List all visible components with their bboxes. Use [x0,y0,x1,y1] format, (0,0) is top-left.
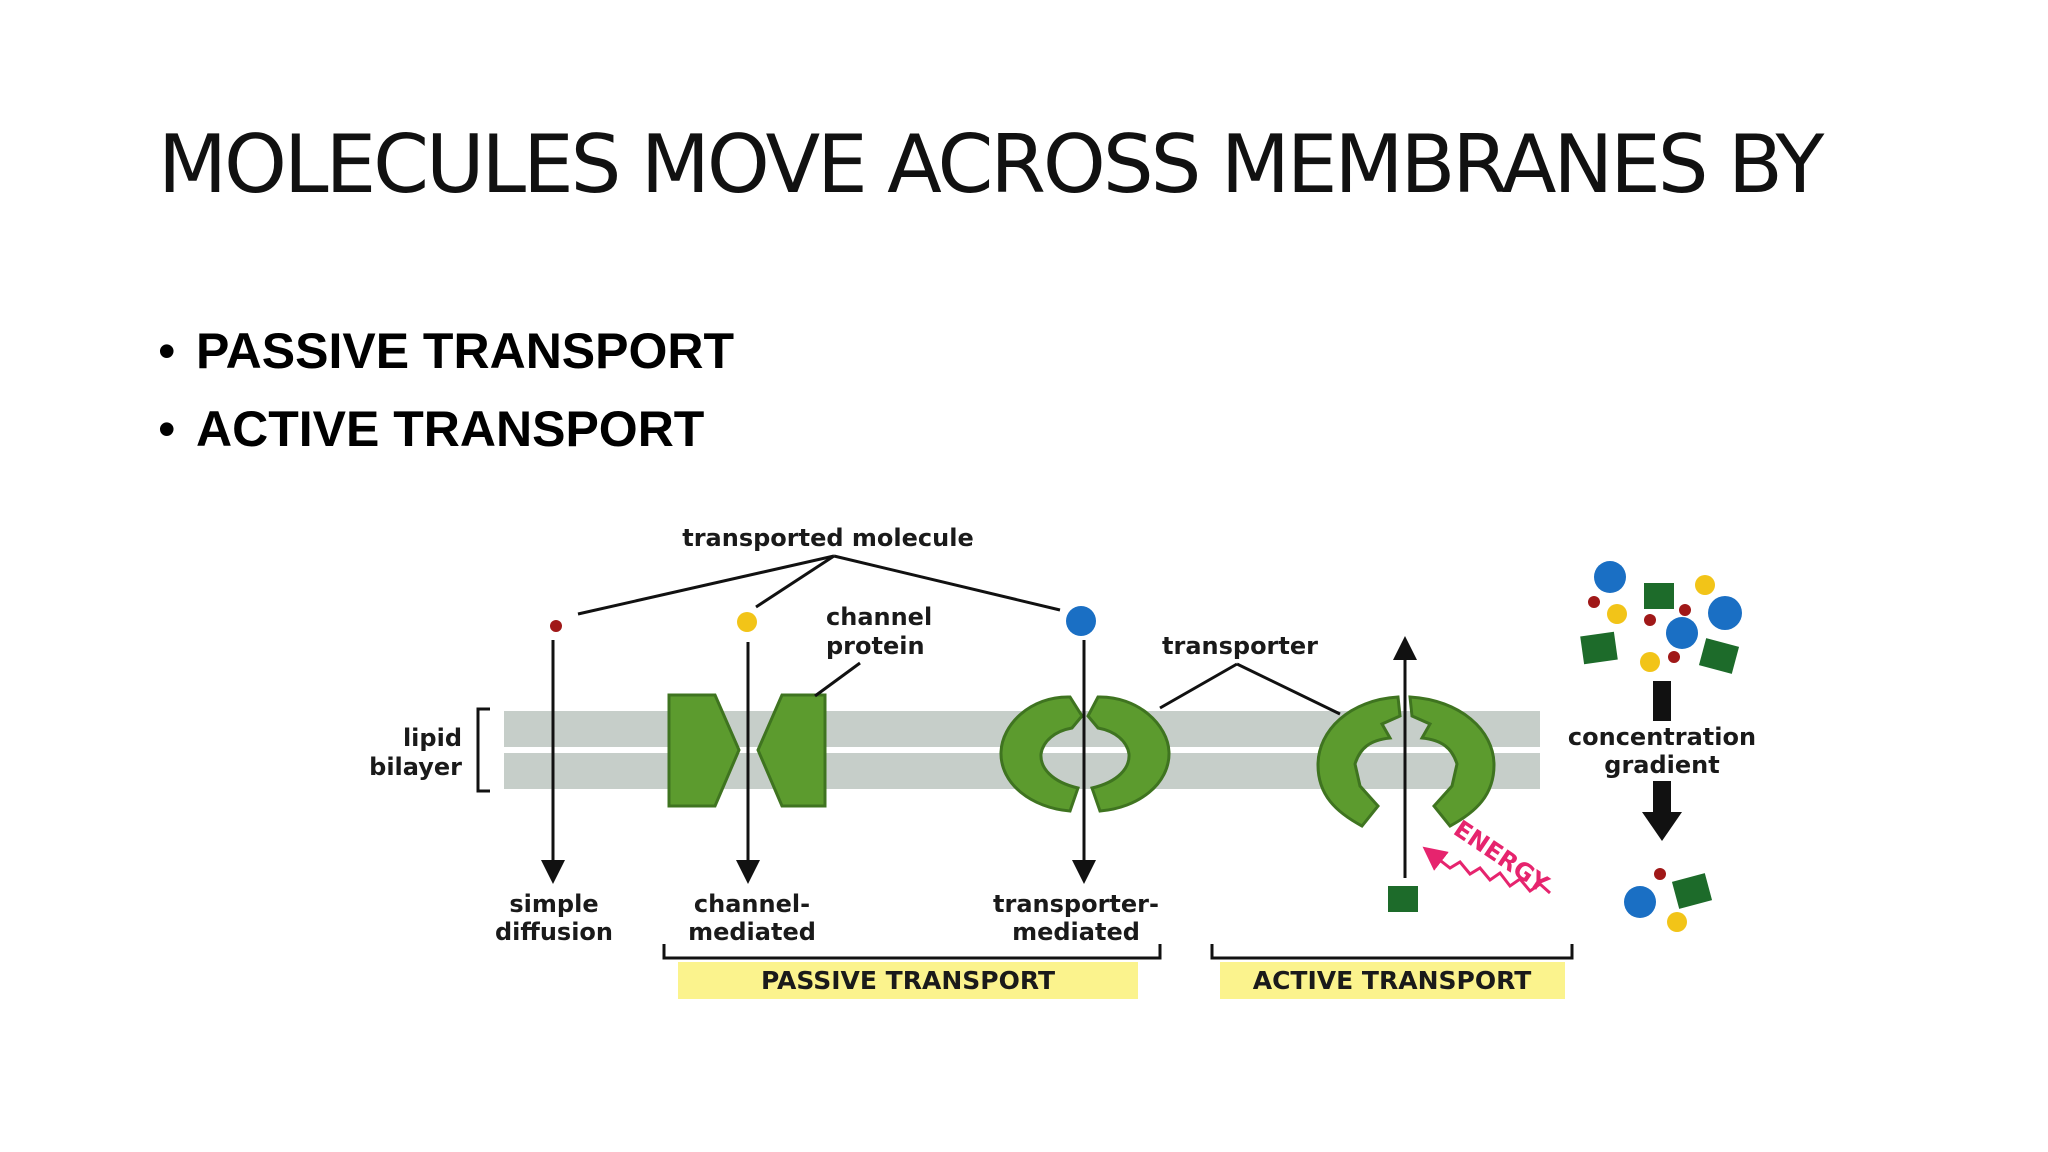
red-molecule [1668,651,1680,663]
red-molecule [1654,868,1666,880]
label-simple: simple [509,890,598,918]
gradient-arrow-head [1642,781,1682,841]
channel-protein-left-half [667,693,741,808]
blue-molecule [1708,596,1742,630]
banner-active-transport: ACTIVE TRANSPORT [1253,966,1532,995]
label-protein: protein [826,632,925,660]
red-molecule [1679,604,1691,616]
passive-transport-banner [678,962,1138,999]
transported-molecule-leaders [577,554,1061,616]
red-molecule [1644,614,1656,626]
leader-line [577,554,835,616]
green-square-molecule [1388,886,1418,912]
label-bilayer: bilayer [369,753,462,781]
passive-transport-bracket [662,944,1162,960]
leader-line [1159,662,1238,710]
label-transported-molecule: transported molecule [682,524,973,552]
active-transport-bracket [1210,944,1574,960]
leader-line [1236,662,1341,716]
yellow-molecule [737,612,757,632]
active-transporter-right-half [1408,695,1496,828]
label-concentration: concentration [1568,723,1756,751]
label-gradient: gradient [1604,751,1719,779]
bullet-active-transport: • ACTIVE TRANSPORT [158,390,734,468]
channel-protein [667,693,827,808]
label-lipid: lipid [403,724,462,752]
yellow-molecule [1667,912,1687,932]
bullet-marker: • [158,401,176,457]
label-transporter-mediated-line1: transporter- [993,890,1159,918]
passive-transporter-protein [999,695,1171,813]
small-red-molecule [550,620,562,632]
blue-molecule [1624,886,1656,918]
leader-line [755,554,835,609]
green-square-molecule [1698,638,1740,674]
active-transporter-protein [1316,695,1496,828]
bilayer-bracket [476,707,490,793]
label-transporter-mediated-line2: mediated [1012,918,1140,946]
label-channel: channel [826,603,932,631]
green-square-molecule [1644,583,1674,609]
channel-protein-leader [814,661,861,698]
bullet-text: ACTIVE TRANSPORT [196,401,705,457]
active-transporter-left-half [1316,695,1402,828]
active-transport-banner [1220,962,1565,999]
channel-protein-right-half [756,693,827,808]
blue-molecule [1594,561,1626,593]
green-square-molecule [1671,873,1713,909]
transporter-leaders [1159,662,1341,716]
bullet-text: PASSIVE TRANSPORT [196,323,735,379]
yellow-molecule [1640,652,1660,672]
label-energy: ENERGY [1449,815,1555,899]
blue-molecule [1066,606,1096,636]
slide-title: MOLECULES MOVE ACROSS MEMBRANES BY [158,118,1824,211]
label-channel-mediated-line2: mediated [688,918,816,946]
red-molecule [1588,596,1600,608]
banner-passive-transport: PASSIVE TRANSPORT [761,966,1055,995]
label-channel-mediated-line1: channel- [694,890,810,918]
transporter-right-half [1086,695,1171,813]
bullet-list: • PASSIVE TRANSPORT • ACTIVE TRANSPORT [158,312,734,468]
label-transporter: transporter [1162,632,1318,660]
high-concentration-molecules [1580,561,1742,674]
bullet-marker: • [158,323,176,379]
transporter-left-half [999,695,1084,813]
yellow-molecule [1607,604,1627,624]
label-diffusion: diffusion [495,918,613,946]
blue-molecule [1666,617,1698,649]
bullet-passive-transport: • PASSIVE TRANSPORT [158,312,734,390]
leader-line [833,554,1061,612]
low-concentration-molecules [1624,868,1713,932]
gradient-arrow-shaft-top [1653,681,1671,721]
green-square-molecule [1580,631,1618,665]
energy-squiggle [1422,846,1552,895]
yellow-molecule [1695,575,1715,595]
